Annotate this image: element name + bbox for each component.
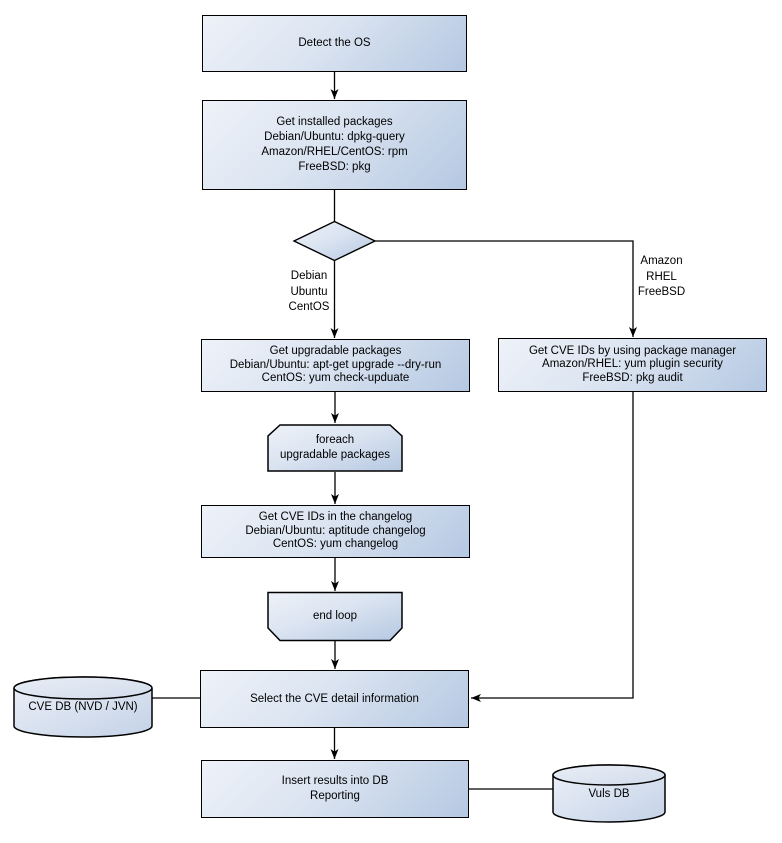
node-select-cve-detail: Select the CVE detail information <box>200 670 469 728</box>
end-loop-shape <box>267 591 403 642</box>
node-end-loop-label: end loop <box>312 610 358 622</box>
cve-db-cylinder <box>13 676 153 738</box>
node-get-cve-ids-package-manager: Get CVE IDs by using package manager Ama… <box>498 338 767 392</box>
decision-diamond <box>292 220 377 262</box>
connector-pkgmgr-to-select <box>471 392 634 702</box>
node-get-upgradable-packages: Get upgradable packages Debian/Ubuntu: a… <box>201 339 470 392</box>
vuls-db-label: Vuls DB <box>588 788 630 800</box>
left-branch-edge-label: Debian Ubuntu CentOS <box>288 270 330 313</box>
node-insert-results-reporting: Insert results into DB Reporting <box>201 760 469 818</box>
node-foreach-loop-start-label: foreach upgradable packages <box>280 434 390 461</box>
cve-db-label: CVE DB (NVD / JVN) <box>28 700 138 713</box>
node-get-cve-ids-changelog: Get CVE IDs in the changelog Debian/Ubun… <box>201 505 470 558</box>
node-get-installed-packages: Get installed packages Debian/Ubuntu: dp… <box>202 100 467 190</box>
foreach-loop-shape <box>267 424 403 472</box>
connector-decision-to-pkgmgr <box>375 240 637 337</box>
node-detect-os: Detect the OS <box>202 15 467 72</box>
right-branch-edge-label: Amazon RHEL FreeBSD <box>637 255 686 298</box>
vuls-db-cylinder <box>552 764 666 823</box>
